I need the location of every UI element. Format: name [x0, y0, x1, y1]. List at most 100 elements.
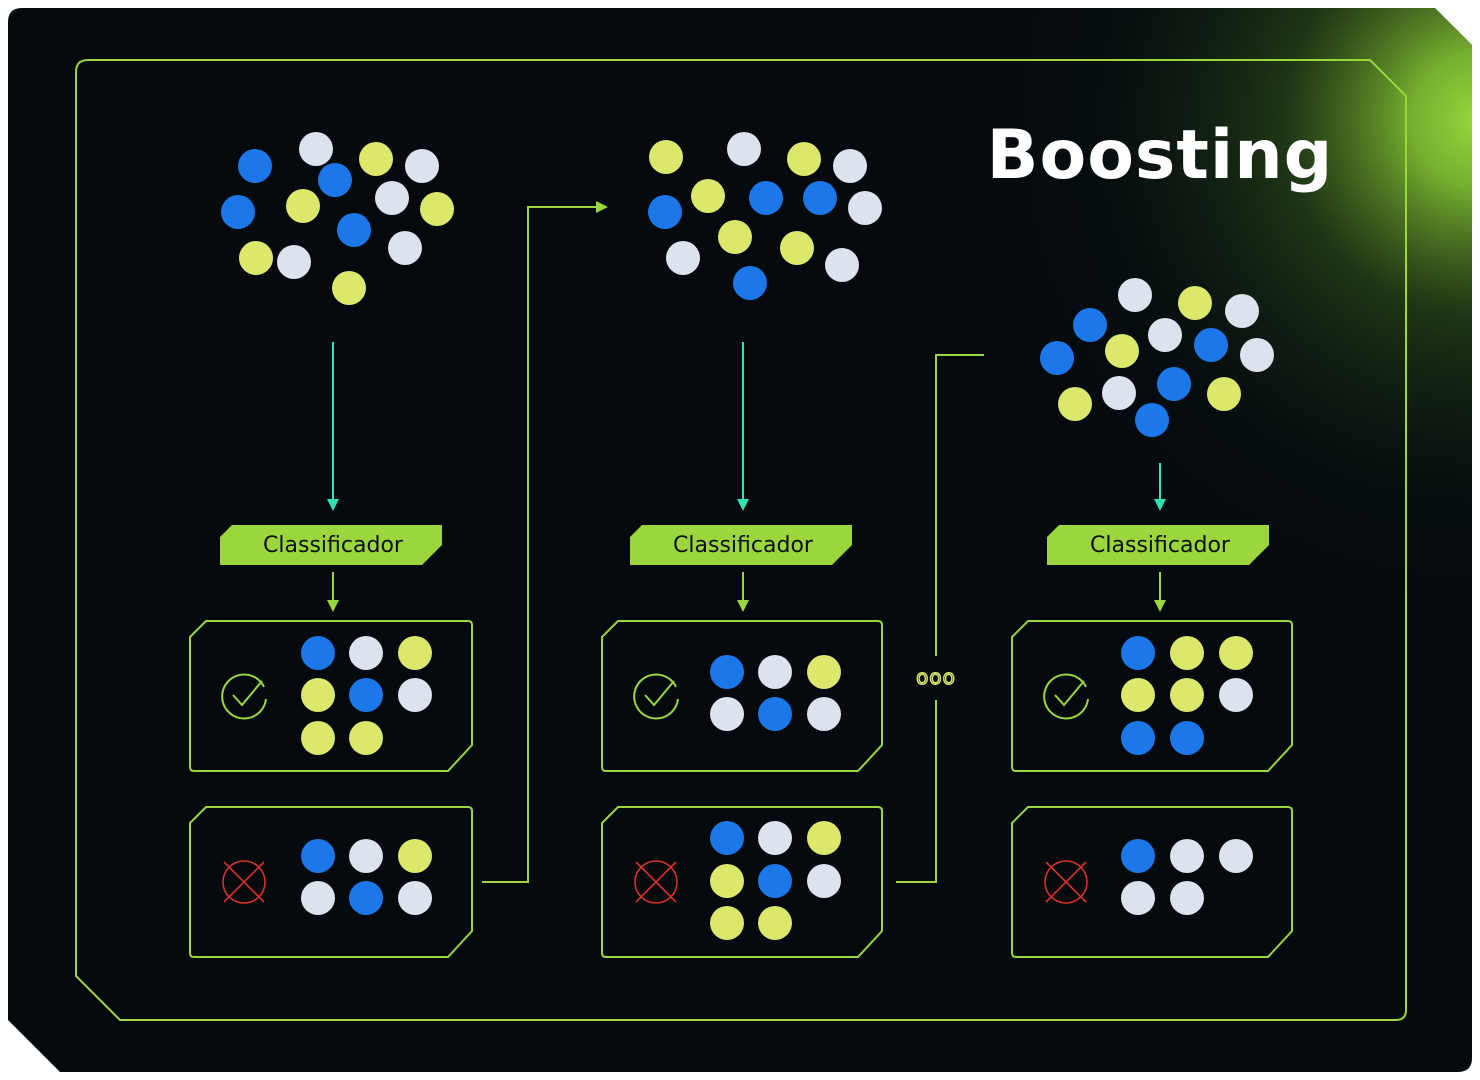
- correct-samples: [710, 655, 841, 731]
- classifier-label: Classificador: [673, 533, 814, 558]
- sample-dot: [1170, 678, 1204, 712]
- sample-dot: [1105, 334, 1139, 368]
- sample-dot: [349, 721, 383, 755]
- sample-dot: [787, 142, 821, 176]
- sample-dot: [710, 697, 744, 731]
- classifier-label: Classificador: [1090, 533, 1231, 558]
- sample-dot: [299, 132, 333, 166]
- sample-dot: [301, 636, 335, 670]
- sample-dot: [398, 636, 432, 670]
- stage-1: Classificador: [220, 132, 454, 904]
- sample-dot: [301, 839, 335, 873]
- sample-dot: [807, 655, 841, 689]
- sample-dot: [758, 864, 792, 898]
- sample-dot: [1121, 678, 1155, 712]
- sample-cluster: [648, 132, 882, 300]
- sample-dot: [375, 181, 409, 215]
- sample-dot: [349, 881, 383, 915]
- sample-dot: [1219, 839, 1253, 873]
- classifier-badge: [220, 525, 442, 565]
- sample-dot: [1102, 376, 1136, 410]
- ellipsis-label: ooo: [916, 665, 956, 689]
- sample-dot: [1225, 294, 1259, 328]
- sample-dot: [398, 881, 432, 915]
- sample-dot: [1170, 636, 1204, 670]
- connector-stage2-top: [935, 354, 984, 656]
- classifier-badge: [630, 525, 852, 565]
- correct-samples: [301, 636, 432, 755]
- inner-frame: [75, 59, 1407, 1021]
- sample-dot: [1118, 278, 1152, 312]
- sample-dot: [349, 636, 383, 670]
- sample-dot: [1219, 678, 1253, 712]
- correct-samples: [1121, 636, 1253, 755]
- sample-dot: [1194, 328, 1228, 362]
- sample-dot: [749, 181, 783, 215]
- sample-dot: [1240, 338, 1274, 372]
- sample-dot: [648, 195, 682, 229]
- sample-dot: [1058, 387, 1092, 421]
- sample-dot: [710, 655, 744, 689]
- sample-dot: [398, 678, 432, 712]
- sample-dot: [1219, 636, 1253, 670]
- correct-card: [1011, 620, 1293, 772]
- check-circle-icon: [221, 673, 267, 720]
- sample-dot: [1170, 721, 1204, 755]
- sample-dot: [277, 245, 311, 279]
- sample-dot: [1148, 318, 1182, 352]
- sample-dot: [332, 271, 366, 305]
- sample-dot: [825, 248, 859, 282]
- check-circle-icon: [1043, 673, 1089, 720]
- sample-dot: [359, 142, 393, 176]
- sample-dot: [718, 220, 752, 254]
- sample-dot: [758, 655, 792, 689]
- sample-dot: [1157, 367, 1191, 401]
- sample-dot: [301, 721, 335, 755]
- sample-dot: [1170, 839, 1204, 873]
- misclassified-card: [601, 806, 883, 958]
- misclassified-samples: [710, 821, 841, 940]
- correct-card: [189, 620, 473, 772]
- sample-dot: [1207, 377, 1241, 411]
- sample-dot: [239, 241, 273, 275]
- stage-2: Classificador: [630, 132, 882, 904]
- sample-dot: [398, 839, 432, 873]
- sample-dot: [807, 697, 841, 731]
- misclassified-samples: [1121, 839, 1253, 915]
- sample-dot: [1073, 308, 1107, 342]
- sample-dot: [301, 881, 335, 915]
- sample-dot: [691, 179, 725, 213]
- sample-dot: [1121, 636, 1155, 670]
- sample-dot: [758, 697, 792, 731]
- sample-dot: [710, 864, 744, 898]
- sample-dot: [388, 231, 422, 265]
- sample-dot: [1121, 721, 1155, 755]
- sample-dot: [349, 678, 383, 712]
- check-circle-icon: [633, 673, 679, 720]
- sample-dot: [420, 192, 454, 226]
- sample-dot: [710, 906, 744, 940]
- sample-dot: [848, 191, 882, 225]
- sample-dot: [349, 839, 383, 873]
- sample-dot: [758, 821, 792, 855]
- stage-3: Classificador: [1040, 278, 1274, 904]
- diagram-title: Boosting: [987, 116, 1334, 195]
- sample-dot: [649, 140, 683, 174]
- sample-dot: [710, 821, 744, 855]
- misclassified-samples: [301, 839, 432, 915]
- sample-dot: [758, 906, 792, 940]
- sample-dot: [238, 149, 272, 183]
- sample-dot: [1135, 403, 1169, 437]
- sample-dot: [318, 163, 352, 197]
- sample-dot: [1170, 881, 1204, 915]
- connector-stage1-to-stage2: [482, 201, 608, 883]
- sample-dot: [301, 678, 335, 712]
- sample-dot: [1178, 286, 1212, 320]
- x-circle-icon: [634, 860, 678, 904]
- sample-cluster: [1040, 278, 1274, 437]
- sample-dot: [221, 195, 255, 229]
- sample-dot: [1121, 881, 1155, 915]
- classifier-label: Classificador: [263, 533, 404, 558]
- sample-dot: [286, 189, 320, 223]
